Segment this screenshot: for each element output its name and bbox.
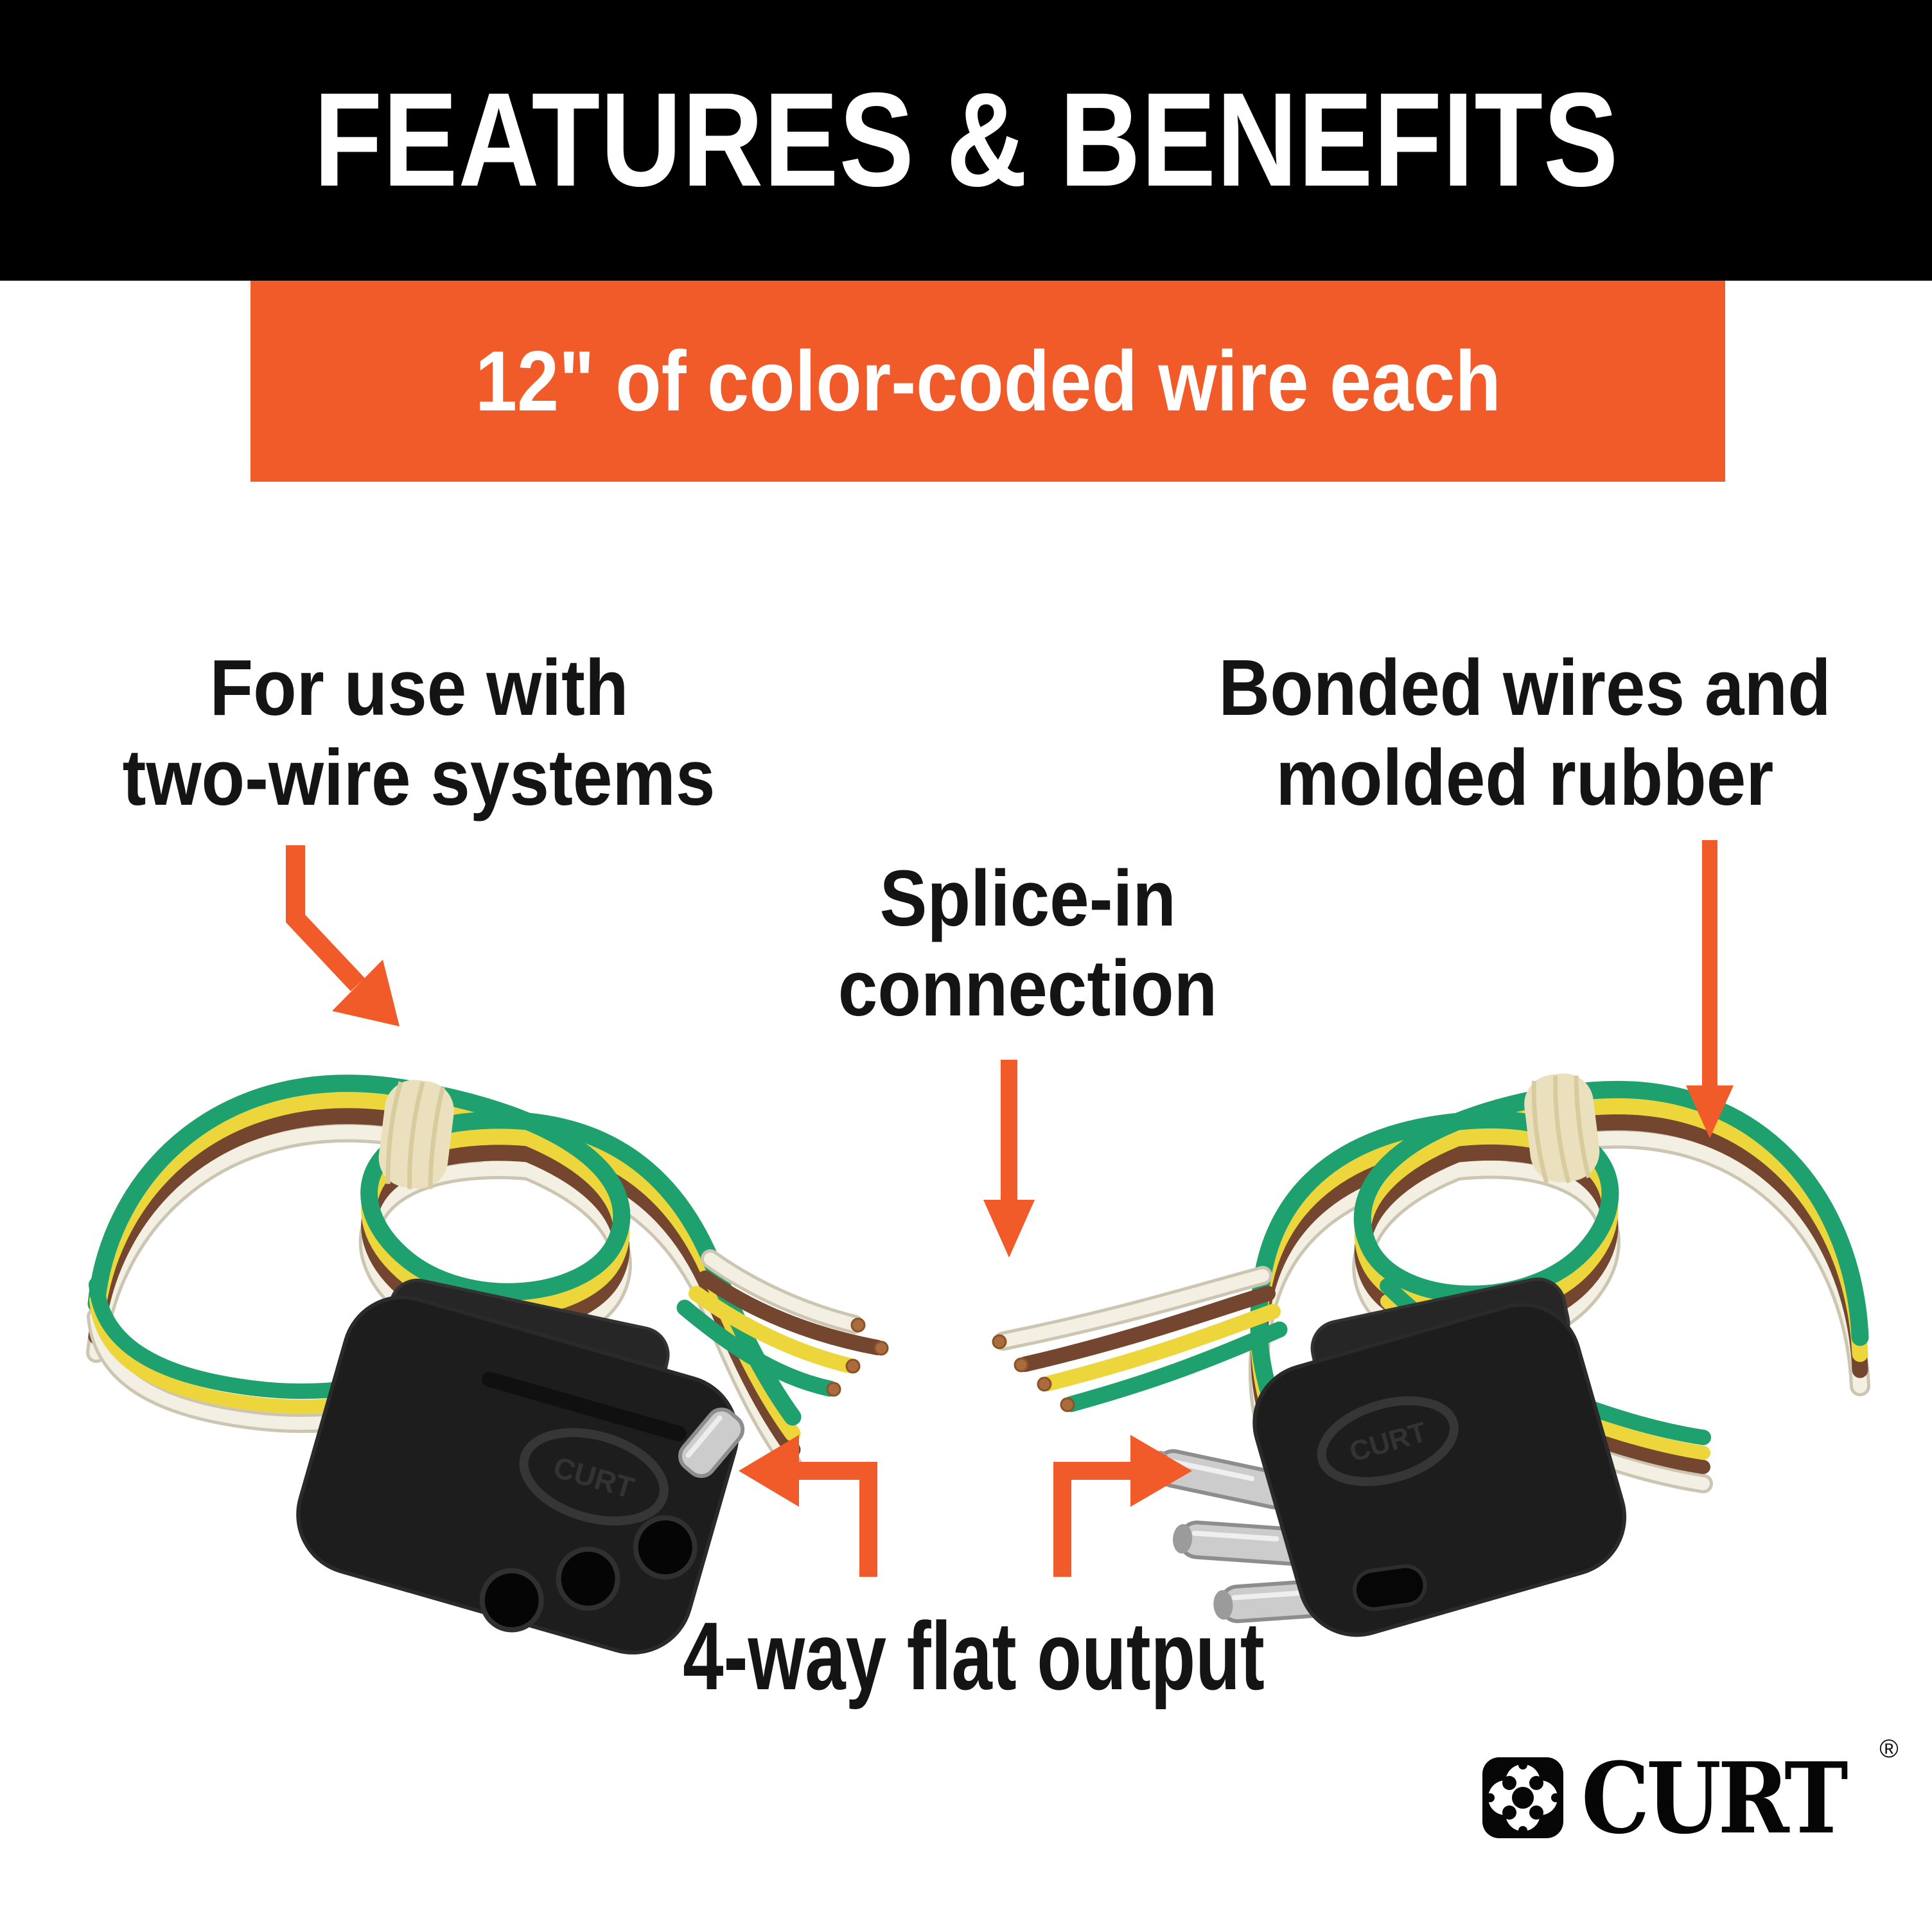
right-cut-wire-ends bbox=[994, 1266, 1288, 1412]
callout-line: two-wire systems bbox=[122, 734, 716, 822]
right-copper-tips bbox=[992, 1334, 1075, 1412]
left-harness: CURT bbox=[86, 1075, 889, 1655]
left-rubber-band bbox=[378, 1080, 454, 1190]
arrow-down-icon bbox=[1686, 840, 1734, 1138]
connector-stamp-oval bbox=[519, 1428, 669, 1526]
green-wire bbox=[87, 1075, 802, 1426]
arrow-down-icon bbox=[983, 1060, 1035, 1258]
left-connector-female-4-flat: CURT bbox=[296, 1278, 745, 1655]
subtitle-text: 12" of color-coded wire each bbox=[475, 333, 1501, 429]
callout-line: Splice-in bbox=[879, 855, 1176, 943]
callout-line: molded rubber bbox=[1276, 734, 1774, 822]
annotation-arrows bbox=[286, 840, 1734, 1577]
registered-mark: ® bbox=[1879, 1734, 1899, 1763]
connector-socket-hole bbox=[1352, 1564, 1427, 1611]
callout-4-way-flat-output: 4-way flat output bbox=[683, 1602, 1265, 1710]
callout-line: Bonded wires and bbox=[1218, 644, 1831, 732]
arrow-elbow-right-icon bbox=[1053, 1435, 1192, 1577]
callout-two-wire-systems: For use with two-wire systems bbox=[89, 644, 748, 823]
connector-sockets bbox=[479, 1515, 698, 1633]
curt-clover-icon bbox=[1482, 1757, 1563, 1838]
connector-metal-terminal bbox=[678, 1407, 745, 1479]
features-banner: FEATURES & BENEFITS bbox=[0, 0, 1932, 281]
callout-line: connection bbox=[838, 945, 1218, 1033]
right-rubber-band bbox=[1524, 1073, 1600, 1184]
subtitle-banner: 12" of color-coded wire each bbox=[250, 281, 1725, 482]
right-harness: CURT bbox=[992, 1073, 1870, 1637]
callout-splice-in: Splice-in connection bbox=[817, 854, 1238, 1034]
arrow-elbow-left-icon bbox=[739, 1435, 877, 1577]
right-connector-male-4-flat: CURT bbox=[1148, 1277, 1627, 1637]
arrow-elbow-down-right-icon bbox=[286, 845, 400, 1026]
callout-line: For use with bbox=[209, 644, 628, 732]
curt-logo: CURT® bbox=[1482, 1734, 1900, 1856]
connector-stamp-oval bbox=[1317, 1396, 1459, 1486]
page-title: FEATURES & BENEFITS bbox=[313, 66, 1619, 215]
left-cut-wire-ends bbox=[676, 1249, 885, 1397]
callout-bonded-wires: Bonded wires and molded rubber bbox=[1184, 644, 1865, 823]
curt-wordmark: CURT® bbox=[1581, 1734, 1899, 1856]
left-copper-tips bbox=[826, 1317, 889, 1397]
